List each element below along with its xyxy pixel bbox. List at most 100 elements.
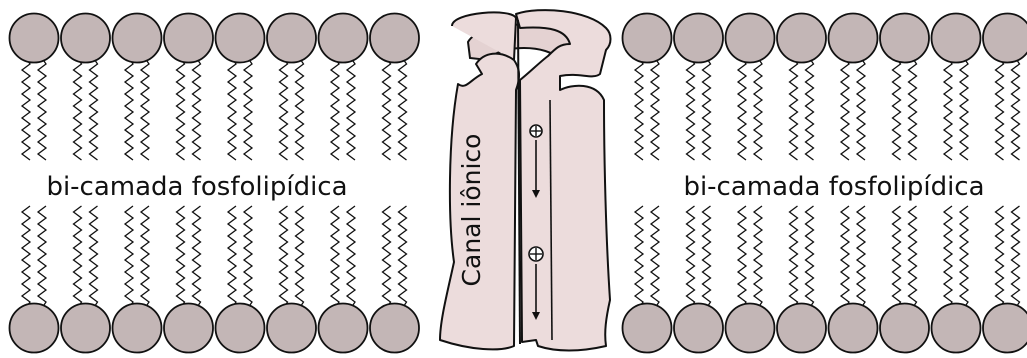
lipid-tail-icon — [790, 58, 798, 160]
lipid-tail-icon — [893, 206, 901, 308]
lipid-tail-icon — [687, 58, 695, 160]
lipid-head-icon — [113, 304, 162, 353]
lipid-tail-icon — [331, 206, 339, 308]
channel-label: Canal iônico — [457, 134, 486, 287]
lipid-head-icon — [164, 304, 213, 353]
phospholipid-lower — [674, 206, 723, 353]
lipid-tail-icon — [280, 206, 288, 308]
phospholipid-upper — [113, 14, 162, 161]
phospholipid-upper — [164, 14, 213, 161]
lipid-head-icon — [267, 304, 316, 353]
phospholipid-lower — [932, 206, 981, 353]
lipid-head-icon — [932, 304, 981, 353]
phospholipid-lower — [267, 206, 316, 353]
phospholipid-lower — [623, 206, 672, 353]
lipid-tail-icon — [703, 206, 711, 308]
lipid-tail-icon — [38, 206, 46, 308]
phospholipid-upper — [370, 14, 419, 161]
phospholipid-upper — [674, 14, 723, 161]
lipid-tail-icon — [90, 206, 98, 308]
phospholipid-lower — [216, 206, 265, 353]
lipid-tail-icon — [141, 206, 149, 308]
phospholipid-upper — [726, 14, 775, 161]
lipid-tail-icon — [857, 58, 865, 160]
phospholipid-upper — [216, 14, 265, 161]
lipid-head-icon — [623, 14, 672, 63]
lipid-head-icon — [267, 14, 316, 63]
lipid-head-icon — [983, 304, 1027, 353]
lipid-head-icon — [370, 14, 419, 63]
phospholipid-lower — [829, 206, 878, 353]
lipid-tail-icon — [228, 206, 236, 308]
lipid-tail-icon — [74, 58, 82, 160]
lipid-head-icon — [164, 14, 213, 63]
lipid-tail-icon — [944, 206, 952, 308]
lipid-head-icon — [829, 304, 878, 353]
phospholipid-lower — [983, 206, 1027, 353]
phospholipid-upper — [10, 14, 59, 161]
lipid-tail-icon — [960, 206, 968, 308]
lipid-tail-icon — [754, 58, 762, 160]
phospholipid-lower — [777, 206, 826, 353]
lipid-tail-icon — [841, 58, 849, 160]
phospholipid-upper — [623, 14, 672, 161]
lipid-tail-icon — [635, 58, 643, 160]
lipid-tail-icon — [347, 58, 355, 160]
phospholipid-upper — [880, 14, 929, 161]
lipid-tail-icon — [909, 58, 917, 160]
lipid-tail-icon — [996, 58, 1004, 160]
lipid-tail-icon — [738, 206, 746, 308]
lipid-head-icon — [777, 14, 826, 63]
lipid-tail-icon — [399, 206, 407, 308]
lipid-tail-icon — [635, 206, 643, 308]
lipid-tail-icon — [296, 58, 304, 160]
lipid-head-icon — [319, 304, 368, 353]
lipid-head-icon — [61, 304, 110, 353]
lipid-tail-icon — [331, 58, 339, 160]
lipid-head-icon — [674, 304, 723, 353]
phospholipid-lower — [880, 206, 929, 353]
lipid-head-icon — [880, 14, 929, 63]
lipid-tail-icon — [347, 206, 355, 308]
lipid-tail-icon — [806, 206, 814, 308]
lipid-head-icon — [880, 304, 929, 353]
phospholipid-lower — [61, 206, 110, 353]
lipid-tail-icon — [90, 58, 98, 160]
phospholipid-lower — [370, 206, 419, 353]
lipid-head-icon — [319, 14, 368, 63]
lipid-tail-icon — [280, 58, 288, 160]
phospholipid-upper — [61, 14, 110, 161]
lipid-head-icon — [10, 14, 59, 63]
lipid-tail-icon — [651, 206, 659, 308]
lipid-tail-icon — [944, 58, 952, 160]
lipid-tail-icon — [754, 206, 762, 308]
lipid-tail-icon — [996, 206, 1004, 308]
lipid-head-icon — [113, 14, 162, 63]
lipid-tail-icon — [38, 58, 46, 160]
lipid-tail-icon — [244, 58, 252, 160]
lipid-head-icon — [370, 304, 419, 353]
lipid-head-icon — [10, 304, 59, 353]
lipid-tail-icon — [193, 206, 201, 308]
lipid-tail-icon — [193, 58, 201, 160]
phospholipid-upper — [777, 14, 826, 161]
phospholipid-lower — [113, 206, 162, 353]
phospholipid-upper — [983, 14, 1027, 161]
lipid-tail-icon — [1012, 58, 1020, 160]
phospholipid-upper — [932, 14, 981, 161]
lipid-tail-icon — [383, 58, 391, 160]
lipid-head-icon — [216, 14, 265, 63]
phospholipid-lower — [726, 206, 775, 353]
lipid-head-icon — [726, 14, 775, 63]
lipid-tail-icon — [687, 206, 695, 308]
phospholipid-lower — [164, 206, 213, 353]
lipid-tail-icon — [909, 206, 917, 308]
lipid-head-icon — [674, 14, 723, 63]
lipid-tail-icon — [177, 206, 185, 308]
lipid-tail-icon — [841, 206, 849, 308]
phospholipid-upper — [829, 14, 878, 161]
bilayer-label-right: bi-camada fosfolipídica — [683, 172, 984, 202]
lipid-tail-icon — [125, 58, 133, 160]
channel-pore-line — [518, 20, 520, 344]
